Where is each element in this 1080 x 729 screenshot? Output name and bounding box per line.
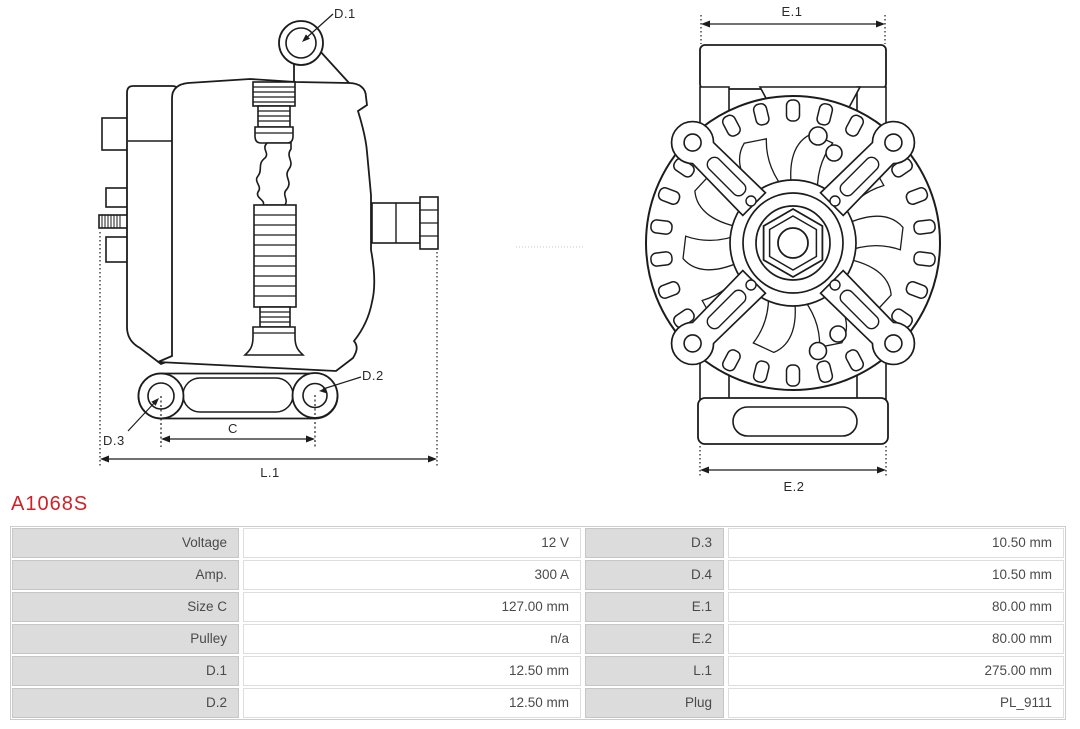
leader-d2: D.2 bbox=[319, 368, 384, 394]
leader-d3: D.3 bbox=[103, 398, 159, 448]
dimension-e1: E.1 bbox=[701, 4, 885, 28]
front-view-drawing: E.1 E.2 bbox=[645, 4, 941, 494]
technical-drawing: C L.1 D.1 D.2 D.3 bbox=[98, 4, 941, 494]
spec-label-cell: D.1 bbox=[12, 656, 239, 686]
table-row: Pulley n/a E.2 80.00 mm bbox=[12, 624, 1064, 654]
table-row: D.2 12.50 mm Plug PL_9111 bbox=[12, 688, 1064, 718]
e1-extension-line bbox=[700, 15, 886, 44]
spec-label-cell: Amp. bbox=[12, 560, 239, 590]
spec-label-cell: L.1 bbox=[585, 656, 724, 686]
dimension-label-e2: E.2 bbox=[783, 479, 804, 494]
dimension-c: C bbox=[161, 421, 315, 443]
dimension-label-l1: L.1 bbox=[260, 465, 280, 480]
hub-bolt-hole bbox=[745, 195, 757, 207]
spec-value-cell: 12.50 mm bbox=[243, 688, 581, 718]
dimension-label-e1: E.1 bbox=[781, 4, 802, 19]
spec-value-cell: 12 V bbox=[243, 528, 581, 558]
spec-label-cell: E.2 bbox=[585, 624, 724, 654]
spec-value-cell: 300 A bbox=[243, 560, 581, 590]
table-row: Amp. 300 A D.4 10.50 mm bbox=[12, 560, 1064, 590]
spec-value-cell: 275.00 mm bbox=[728, 656, 1064, 686]
spec-value-cell: 127.00 mm bbox=[243, 592, 581, 622]
spec-value-cell: n/a bbox=[243, 624, 581, 654]
part-number: A1068S bbox=[11, 493, 89, 515]
dimension-l1: L.1 bbox=[100, 455, 437, 480]
spec-label-cell: D.4 bbox=[585, 560, 724, 590]
table-row: Size C 127.00 mm E.1 80.00 mm bbox=[12, 592, 1064, 622]
spec-label-cell: D.2 bbox=[12, 688, 239, 718]
body-hole bbox=[829, 325, 847, 343]
spec-value-cell: 12.50 mm bbox=[243, 656, 581, 686]
x-bracket-arms bbox=[670, 120, 916, 366]
spec-value-cell: PL_9111 bbox=[728, 688, 1064, 718]
dimension-label-d1: D.1 bbox=[334, 6, 356, 21]
spec-value-cell: 80.00 mm bbox=[728, 592, 1064, 622]
dimension-e2: E.2 bbox=[699, 446, 887, 494]
table-row: Voltage 12 V D.3 10.50 mm bbox=[12, 528, 1064, 558]
shaft-nut bbox=[742, 192, 844, 294]
spec-value-cell: 10.50 mm bbox=[728, 528, 1064, 558]
leader-d1: D.1 bbox=[302, 6, 356, 42]
spec-label-cell: E.1 bbox=[585, 592, 724, 622]
dimension-label-d3: D.3 bbox=[103, 433, 125, 448]
spec-table: Voltage 12 V D.3 10.50 mm Amp. 300 A D.4… bbox=[10, 526, 1066, 720]
spec-value-cell: 10.50 mm bbox=[728, 560, 1064, 590]
spec-label-cell: Pulley bbox=[12, 624, 239, 654]
shaft-rib-stack bbox=[243, 81, 305, 356]
body-hole bbox=[808, 126, 828, 146]
spec-value-cell: 80.00 mm bbox=[728, 624, 1064, 654]
hub-bolt-hole bbox=[829, 279, 841, 291]
dimension-label-d2: D.2 bbox=[362, 368, 384, 383]
rear-terminals bbox=[98, 117, 130, 263]
spec-label-cell: Plug bbox=[585, 688, 724, 718]
spec-label-cell: D.3 bbox=[585, 528, 724, 558]
spec-label-cell: Voltage bbox=[12, 528, 239, 558]
hub-bolt-hole bbox=[745, 279, 757, 291]
dimension-label-c: C bbox=[228, 421, 238, 436]
side-view-drawing: C L.1 D.1 D.2 D.3 bbox=[98, 6, 439, 480]
mounting-lugs bbox=[137, 372, 339, 420]
terminal-stud bbox=[371, 196, 439, 250]
body-hole bbox=[825, 144, 843, 162]
table-row: D.1 12.50 mm L.1 275.00 mm bbox=[12, 656, 1064, 686]
body-hole bbox=[808, 341, 828, 361]
hub-bolt-hole bbox=[829, 195, 841, 207]
spec-label-cell: Size C bbox=[12, 592, 239, 622]
